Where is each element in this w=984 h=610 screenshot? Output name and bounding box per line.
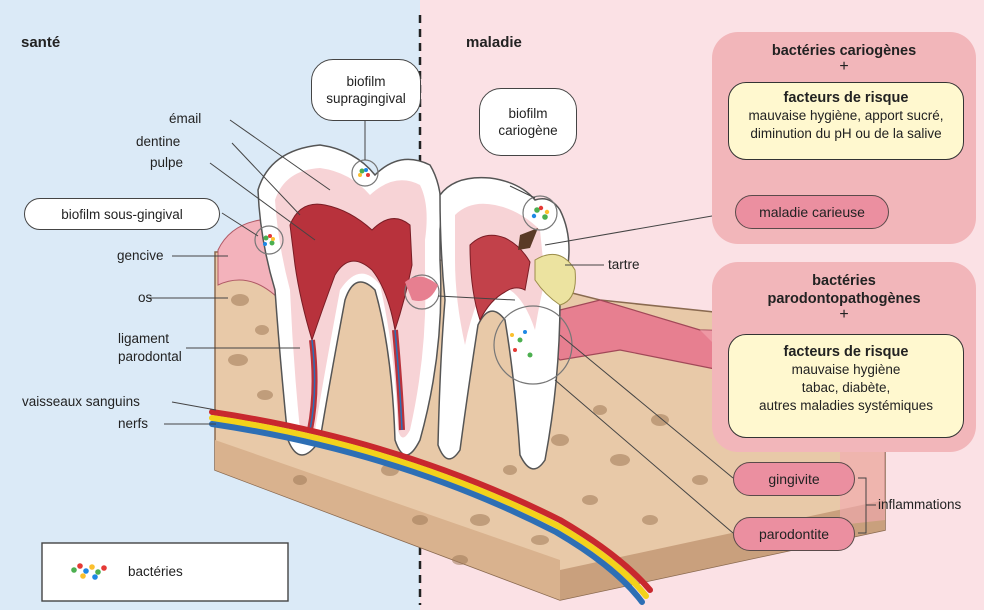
perio-risk-box: facteurs de risque mauvaise hygiène taba… xyxy=(728,334,964,438)
periodontitis-pill: parodontite xyxy=(733,517,855,551)
caries-disease-pill: maladie carieuse xyxy=(735,195,889,229)
cariogenic-risk-l1: mauvaise hygiène, apport sucré, xyxy=(729,107,963,125)
disease-heading: maladie xyxy=(466,35,522,51)
perio-risk-title: facteurs de risque xyxy=(729,343,963,361)
label-ligament: ligament parodontal xyxy=(118,330,188,366)
supragingival-l2: supragingival xyxy=(326,90,406,107)
supragingival-l1: biofilm xyxy=(346,73,385,90)
health-heading: santé xyxy=(21,35,60,51)
label-dentine: dentine xyxy=(136,134,180,150)
inflammations-label: inflammations xyxy=(878,497,961,513)
perio-plus: + xyxy=(712,306,976,324)
cariogenic-risk-l2: diminution du pH ou de la salive xyxy=(729,125,963,143)
label-os: os xyxy=(138,290,152,306)
label-email: émail xyxy=(169,111,201,127)
label-subgingival-biofilm: biofilm sous-gingival xyxy=(24,198,220,230)
label-ligament-l1: ligament xyxy=(118,331,169,346)
legend-bacteria-label: bactéries xyxy=(128,564,183,580)
cariogenic-plus: + xyxy=(712,58,976,76)
perio-risk-l2: tabac, diabète, xyxy=(729,379,963,397)
label-blood-vessels: vaisseaux sanguins xyxy=(22,394,140,410)
label-tartre: tartre xyxy=(608,257,640,273)
perio-risk-l1: mauvaise hygiène xyxy=(729,361,963,379)
label-pulpe: pulpe xyxy=(150,155,183,171)
label-gencive: gencive xyxy=(117,248,164,264)
perio-risk-l3: autres maladies systémiques xyxy=(729,397,963,415)
cariogenic-risk-title: facteurs de risque xyxy=(729,89,963,107)
label-ligament-l2: parodontal xyxy=(118,349,182,364)
perio-title-l1: bactéries xyxy=(712,272,976,290)
label-nerfs: nerfs xyxy=(118,416,148,432)
cariogenic-l2: cariogène xyxy=(498,122,557,139)
gingivitis-pill: gingivite xyxy=(733,462,855,496)
cariogenic-l1: biofilm xyxy=(508,105,547,122)
cariogenic-risk-box: facteurs de risque mauvaise hygiène, app… xyxy=(728,82,964,160)
